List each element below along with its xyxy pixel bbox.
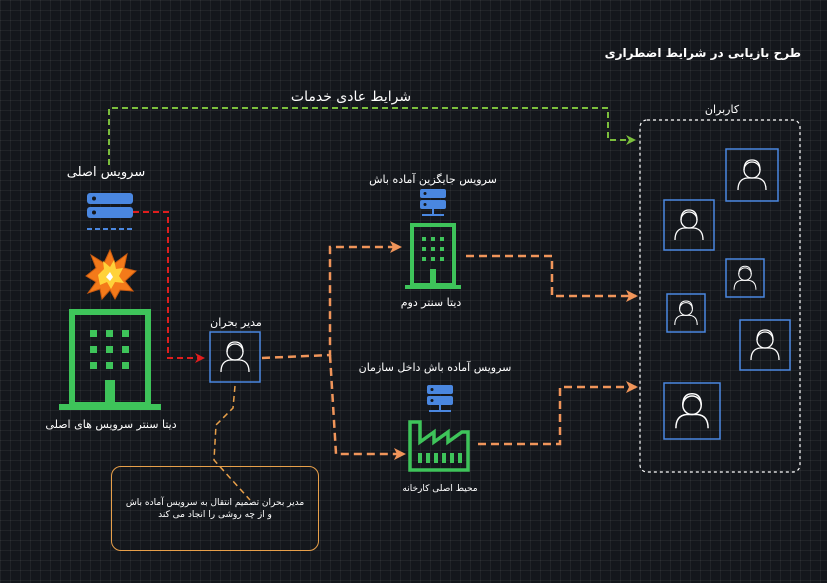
standby-service-label: سرویس جایگزین آماده باش (369, 173, 497, 186)
users-label: کاربران (704, 103, 740, 116)
building-icon (405, 223, 461, 289)
datacenter2-to-users-arrow (466, 254, 638, 302)
main-datacenter-label: دیتا سنتر سرویس های اصلی (45, 418, 177, 431)
user-icon (725, 258, 765, 298)
failover-trigger-arrow (133, 211, 205, 363)
user-icon (725, 148, 779, 202)
server-icon (420, 189, 446, 216)
explosion-icon (85, 248, 138, 301)
user-icon (663, 382, 721, 440)
crisis-manager-icon (209, 331, 261, 383)
factory-icon (408, 420, 470, 472)
internal-standby-label: سرویس آماده باش داخل سازمان (358, 361, 512, 374)
second-datacenter-label: دیتا سنتر دوم (400, 296, 462, 309)
factory-to-users-arrow (478, 381, 638, 446)
note-line-1: مدیر بحران تصمیم انتقال به سرویس آماده ب… (125, 497, 305, 508)
server-icon (87, 193, 133, 230)
user-icon (739, 319, 791, 371)
note-connector (213, 385, 251, 501)
factory-label: محیط اصلی کارخانه (402, 484, 478, 494)
user-icon (663, 199, 715, 251)
building-icon (59, 309, 161, 410)
note-line-2: و از چه روشی را انجاد می کند (158, 509, 272, 520)
server-icon (427, 385, 453, 412)
crisis-manager-label: مدیر بحران (210, 316, 262, 329)
manager-to-factory-arrow (328, 354, 406, 460)
normal-conditions-arrow (108, 107, 636, 165)
page-title: طرح بازیابی در شرایط اضطراری (604, 46, 801, 60)
normal-conditions-label: شرایط عادی خدمات (290, 89, 412, 105)
crisis-note: مدیر بحران تصمیم انتقال به سرویس آماده ب… (111, 466, 319, 551)
manager-to-datacenter2-arrow (261, 241, 402, 360)
user-icon (666, 293, 706, 333)
users-container (639, 119, 801, 473)
main-service-label: سرویس اصلی (66, 165, 146, 180)
